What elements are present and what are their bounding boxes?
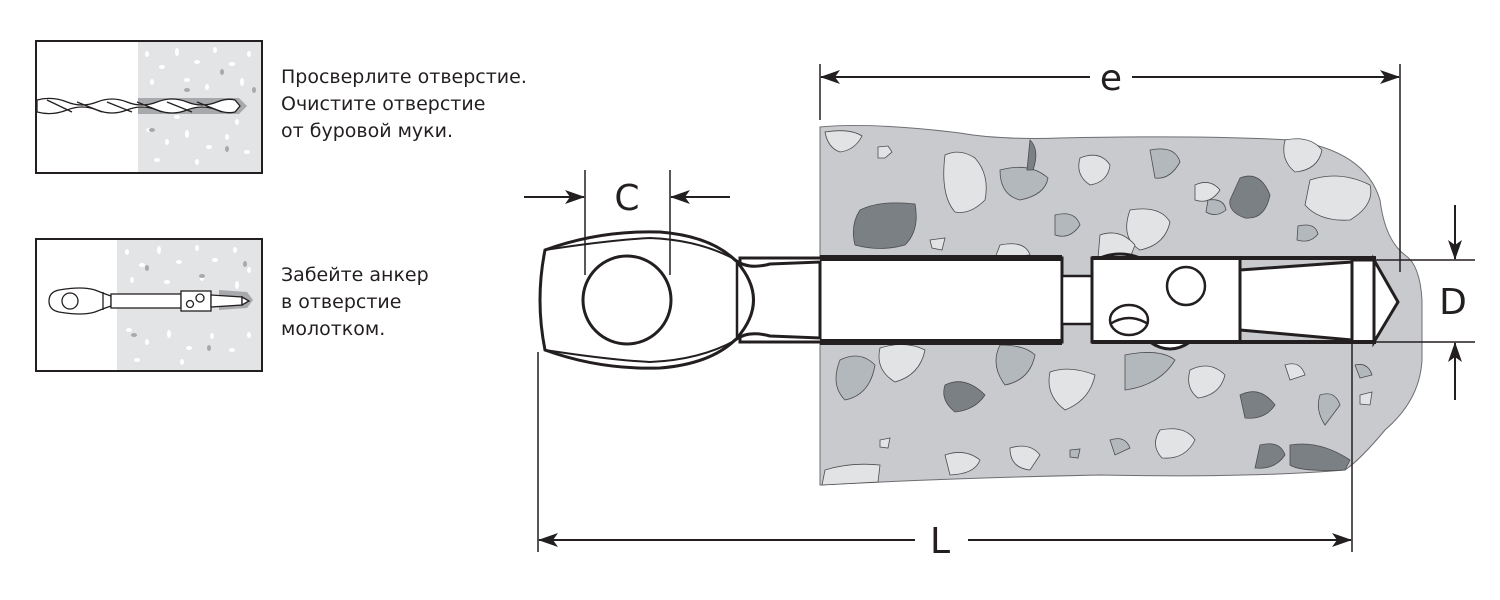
dimension-e: e: [819, 58, 1401, 272]
cone-end: [1350, 258, 1376, 344]
dimension-d: D: [1376, 205, 1475, 400]
expansion-sleeve: [1090, 252, 1242, 351]
step-2-line-3: молотком.: [281, 318, 386, 340]
dimension-l: L: [537, 342, 1353, 562]
eye-hole: [581, 254, 673, 346]
d-label: D: [1439, 282, 1467, 323]
cone-tip: [1238, 260, 1354, 342]
step-1-line-3: от буровой муки.: [281, 120, 454, 142]
anchor-neck: [1060, 274, 1094, 326]
step-1-line-2: Очистите отверстие: [281, 93, 486, 115]
anchor-bolt: [538, 230, 1400, 370]
sleeve-hole-1: [1165, 265, 1207, 307]
drill-bit-icon: [37, 42, 261, 172]
aggregates: [821, 130, 1373, 486]
step-2-line-1: Забейте анкер: [281, 264, 429, 286]
step-1-text: Просверлите отверстие. Очистите отверсти…: [281, 64, 527, 145]
anchor-icon: [48, 240, 261, 370]
e-label: e: [1100, 58, 1122, 99]
tip-point: [1372, 254, 1400, 348]
step-1-illustration: [35, 40, 263, 174]
l-label: L: [930, 521, 950, 562]
c-label: C: [614, 178, 639, 219]
sleeve-hole-2: [1108, 303, 1150, 337]
step-2-illustration: [35, 238, 263, 372]
dimension-c: C: [524, 170, 730, 275]
step-2-line-2: в отверстие: [281, 291, 402, 313]
step-2-text: Забейте анкер в отверстие молотком.: [281, 262, 429, 343]
concrete-specks: [145, 47, 251, 165]
step-1-line-1: Просверлите отверстие.: [281, 66, 527, 88]
